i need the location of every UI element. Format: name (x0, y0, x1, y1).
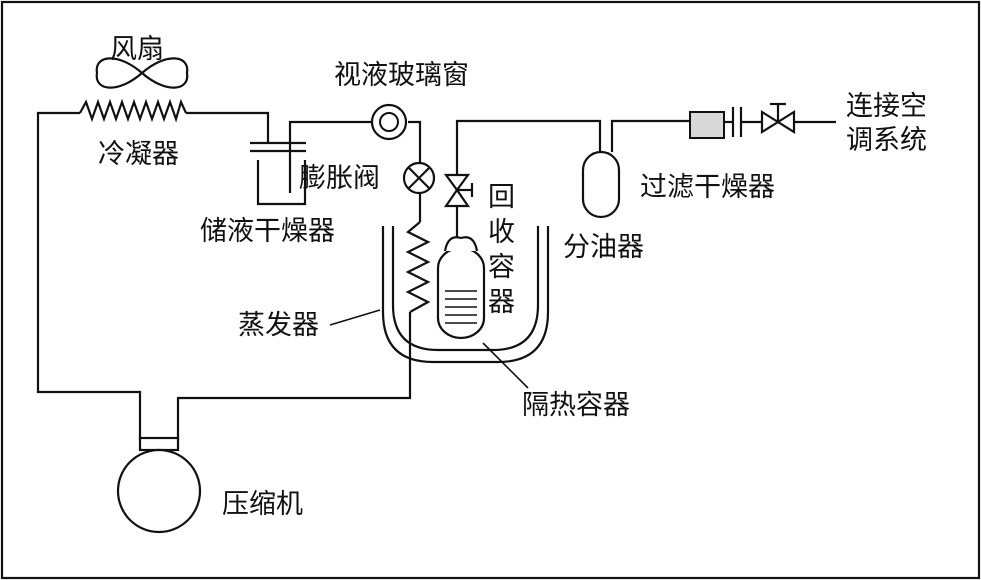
recovery-container-label-1: 回 (488, 182, 515, 213)
filter-drier-icon (689, 111, 725, 139)
recovery-container-label-2: 收 (488, 217, 515, 248)
evaporator-leader-line (329, 309, 381, 326)
filter-drier-label: 过滤干燥器 (640, 172, 775, 203)
condenser-coil-icon (79, 98, 188, 123)
recovery-valve-icon (443, 173, 474, 208)
recovery-container-label-4: 器 (488, 287, 515, 318)
connection-valve-icon (760, 102, 796, 134)
insulated-container-leader-line (482, 342, 529, 389)
drier-outlet-pipe (288, 120, 372, 143)
oil-separator-label: 分油器 (563, 232, 644, 263)
condenser-outlet-pipe (186, 111, 270, 143)
insulated-container-icon (381, 226, 550, 364)
flange-icon (731, 107, 743, 137)
receiver-drier-icon (250, 141, 307, 206)
sight-glass-label: 视液玻璃窗 (334, 60, 469, 91)
recovery-to-oil-separator-pipe (455, 119, 602, 175)
connect-system-label-1: 连接空 (846, 91, 927, 122)
evaporator-to-compressor-pipe (176, 312, 412, 440)
compressor-label: 压缩机 (222, 489, 303, 520)
receiver-drier-label: 储液干燥器 (200, 216, 335, 247)
connect-system-label-2: 调系统 (846, 125, 927, 156)
fan-icon (95, 57, 189, 89)
recovery-container-icon (436, 236, 486, 340)
oil-separator-outlet-pipe (610, 119, 690, 152)
left-return-pipe (36, 111, 142, 440)
evaporator-coil-icon (405, 221, 431, 313)
sight-glass-icon (370, 103, 408, 141)
expansion-valve-label: 膨胀阀 (299, 163, 380, 194)
compressor-icon (116, 436, 202, 534)
evaporator-label: 蒸发器 (238, 310, 319, 341)
fan-label: 风扇 (110, 34, 164, 65)
insulated-container-label: 隔热容器 (522, 390, 630, 421)
expansion-valve-icon (402, 161, 436, 195)
condenser-label: 冷凝器 (98, 139, 179, 170)
recovery-container-label-3: 容 (488, 252, 515, 283)
sight-glass-outlet-pipe (408, 120, 422, 163)
oil-separator-icon (581, 150, 621, 219)
